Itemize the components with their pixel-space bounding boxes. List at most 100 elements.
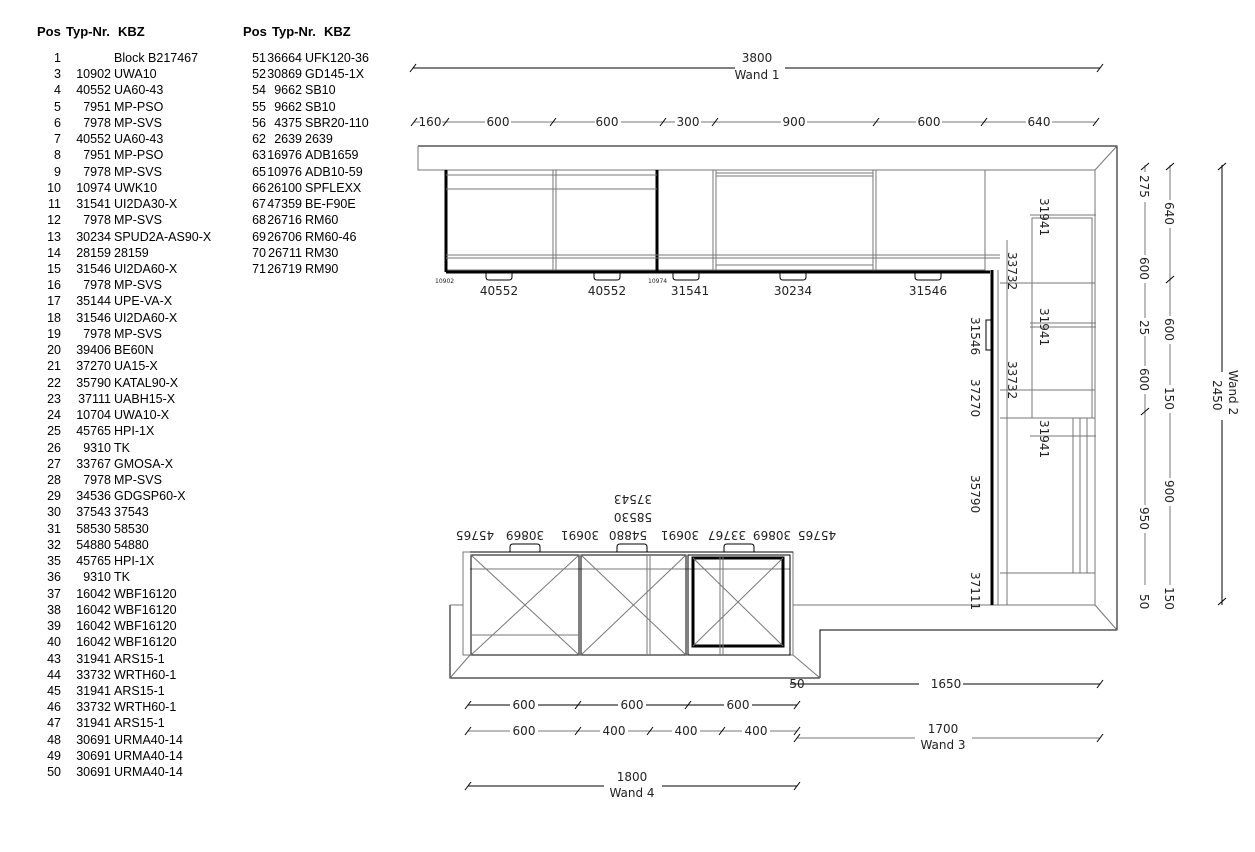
row-kbz: 28159: [114, 245, 149, 260]
island-label: 30691: [661, 528, 699, 542]
wand3-total: 1700: [928, 722, 959, 736]
cabinet-label: 40552: [480, 284, 518, 298]
row-kbz: GD145-1X: [305, 67, 365, 82]
row-typ-nr: 26719: [267, 261, 302, 276]
wand1-name: Wand 1: [734, 68, 779, 82]
row-typ-nr: 16042: [76, 586, 111, 601]
row-pos: 18: [47, 310, 61, 325]
bottom-dimensions: 50 1650 600 600 600 600 400 400 400 1700…: [464, 677, 1104, 800]
wand4-name: Wand 4: [609, 786, 654, 800]
row-pos: 10: [47, 180, 61, 195]
row-kbz: RM30: [305, 245, 339, 260]
wand2-total: 2450: [1210, 380, 1224, 411]
row-typ-nr: 37270: [76, 359, 111, 374]
cabinet-label: 30234: [774, 284, 812, 298]
row-typ-nr: 33767: [76, 456, 111, 471]
row-typ-nr: 10974: [76, 180, 111, 195]
row-pos: 35: [47, 554, 61, 569]
wand1-dimension: 3800 Wand 1 160 600 600 300 900 600 640: [409, 51, 1104, 129]
row-pos: 12: [47, 213, 61, 228]
row-pos: 24: [47, 408, 61, 423]
row-kbz: ARS15-1: [114, 683, 165, 698]
wand3-seg: 50: [789, 677, 804, 691]
row-typ-nr: 45765: [76, 424, 111, 439]
row-typ-nr: 16042: [76, 635, 111, 650]
row-pos: 62: [252, 132, 266, 147]
row-typ-nr: 47359: [267, 197, 302, 212]
row-pos: 44: [47, 667, 61, 682]
row-typ-nr: 28159: [76, 245, 111, 260]
row-pos: 49: [47, 748, 61, 763]
row-pos: 37: [47, 586, 61, 601]
row-kbz: SPUD2A-AS90-X: [114, 229, 212, 244]
cabinet-label: 31541: [671, 284, 709, 298]
row-kbz: SBR20-110: [305, 115, 369, 130]
row-typ-nr: 35790: [76, 375, 111, 390]
row-pos: 68: [252, 213, 266, 228]
cabinet-label: 40552: [588, 284, 626, 298]
header-kbz-1: KBZ: [118, 24, 145, 39]
row-kbz: GDGSP60-X: [114, 489, 186, 504]
wand2-seg: 50: [1137, 594, 1151, 609]
row-typ-nr: 45765: [76, 554, 111, 569]
row-typ-nr: 10976: [267, 164, 302, 179]
row-pos: 54: [252, 83, 266, 98]
row-kbz: GMOSA-X: [114, 456, 174, 471]
row-pos: 19: [47, 326, 61, 341]
row-typ-nr: 7978: [83, 213, 111, 228]
wand4-seg: 600: [513, 698, 536, 712]
wand3-seg: 1650: [931, 677, 962, 691]
wand4-seg: 600: [727, 698, 750, 712]
row-typ-nr: 39406: [76, 343, 111, 358]
row-typ-nr: 9662: [274, 83, 302, 98]
row-kbz: ADB10-59: [305, 164, 363, 179]
row-kbz: MP-SVS: [114, 115, 162, 130]
row-kbz: BE-F90E: [305, 197, 356, 212]
row-pos: 45: [47, 683, 61, 698]
wand4-seg: 400: [603, 724, 626, 738]
wand2-seg: 600: [1137, 368, 1151, 391]
row-typ-nr: 31941: [76, 651, 111, 666]
row-kbz: WBF16120: [114, 619, 177, 634]
row-kbz: BE60N: [114, 343, 154, 358]
row-pos: 5: [54, 99, 61, 114]
wall1-cabinets: 40552 40552 31541 30234 31546 10902 1097…: [435, 169, 1000, 298]
row-typ-nr: 16042: [76, 619, 111, 634]
row-pos: 71: [252, 261, 266, 276]
row-typ-nr: 9310: [83, 570, 111, 585]
wall2-cabinets: 31941 31941 31941 33732 33732 31546 3727…: [968, 198, 1096, 610]
row-typ-nr: 2639: [274, 132, 302, 147]
island-label: 45765: [798, 528, 836, 542]
row-kbz: UABH15-X: [114, 391, 176, 406]
row-typ-nr: 31941: [76, 683, 111, 698]
row-kbz: MP-PSO: [114, 148, 164, 163]
row-kbz: WBF16120: [114, 635, 177, 650]
island-label: 45765: [456, 528, 494, 542]
row-typ-nr: 36664: [267, 51, 302, 65]
row-pos: 47: [47, 716, 61, 731]
wall2-label: 35790: [968, 475, 982, 513]
row-kbz: UI2DA30-X: [114, 197, 178, 212]
row-kbz: URMA40-14: [114, 732, 183, 747]
island-cabinets: 45765 30869 54880 30691 30691 45765 3086…: [456, 492, 836, 656]
row-kbz: UPE-VA-X: [114, 294, 173, 309]
wall2-label: 37270: [968, 379, 982, 417]
row-typ-nr: 7978: [83, 115, 111, 130]
row-pos: 56: [252, 115, 266, 130]
row-kbz: TK: [114, 440, 130, 455]
row-kbz: WBF16120: [114, 586, 177, 601]
row-pos: 65: [252, 164, 266, 179]
row-typ-nr: 31546: [76, 310, 111, 325]
row-typ-nr: 26711: [268, 245, 302, 260]
wand1-seg: 640: [1028, 115, 1051, 129]
row-kbz: 58530: [114, 521, 149, 536]
island-label: 33767: [708, 528, 746, 542]
row-pos: 32: [47, 537, 61, 552]
row-typ-nr: 37111: [78, 391, 111, 406]
row-kbz: WRTH60-1: [114, 667, 177, 682]
row-kbz: UA15-X: [114, 359, 158, 374]
wand2-seg: 150: [1162, 387, 1176, 410]
row-typ-nr: 34536: [76, 489, 111, 504]
row-kbz: ARS15-1: [114, 651, 165, 666]
island-label: 37543: [614, 492, 652, 506]
